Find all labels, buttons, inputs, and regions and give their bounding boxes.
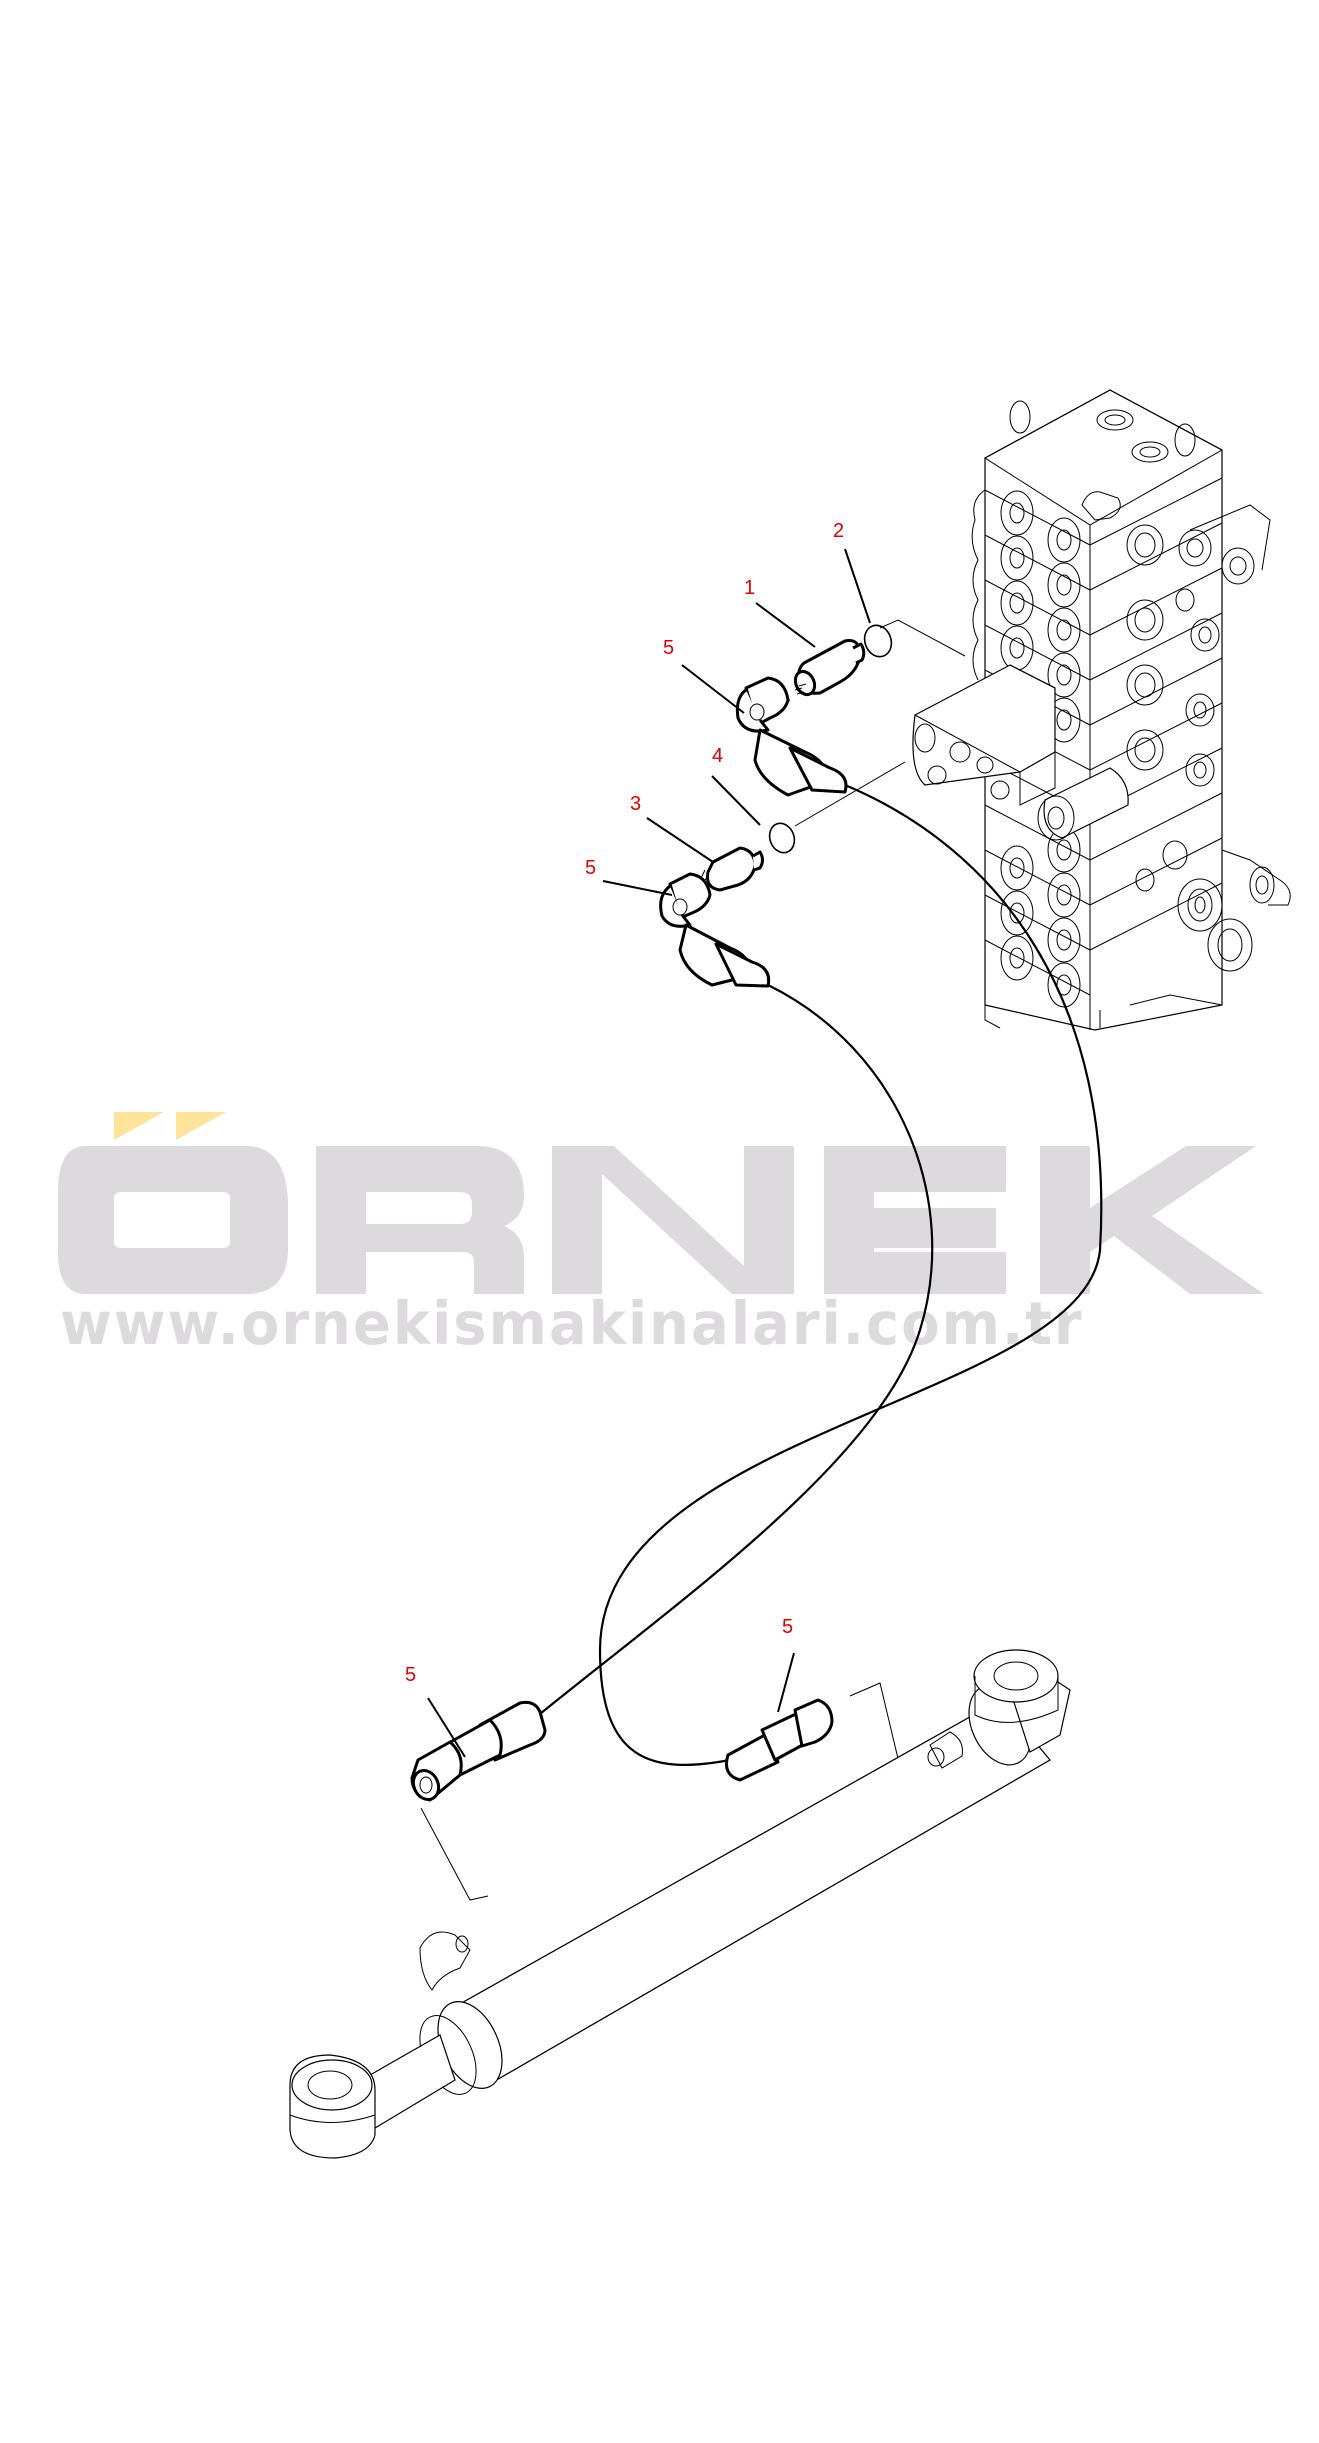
adapter-fitting-3: [691, 846, 764, 892]
umlaut-accent-right: [176, 1112, 226, 1140]
o-ring-4: [768, 822, 796, 854]
adapter-fitting-1: [782, 639, 866, 705]
hose-elbow-5b: [659, 872, 771, 988]
watermark-letter-r: [316, 1146, 524, 1294]
watermark-letter-e: [824, 1146, 1006, 1294]
hose-lower: [534, 984, 934, 1719]
callout-label-5-lower-right[interactable]: 5: [782, 1616, 794, 1638]
lower-right-hose-end: [725, 1698, 834, 1782]
callout-label-3[interactable]: 3: [630, 793, 642, 815]
umlaut-accent-left: [114, 1112, 164, 1140]
watermark-letter-o: [58, 1146, 288, 1294]
reference-lines: [420, 619, 966, 1901]
hoses: [534, 783, 1103, 1766]
o-ring-2: [863, 624, 893, 658]
hydraulic-cylinder: [289, 1649, 1071, 2159]
middle-fittings-group: [659, 822, 796, 988]
hose-elbow-5a: [735, 676, 848, 797]
watermark-letter-n: [552, 1146, 794, 1294]
control-valve-block: [912, 389, 1291, 1031]
watermark-letter-k: [1040, 1146, 1264, 1294]
lower-left-hose-end: [410, 1700, 547, 1802]
callout-label-4[interactable]: 4: [712, 745, 724, 767]
leader-lines: [427, 548, 871, 1758]
watermark-logo: ÖRNEK: [58, 1112, 1264, 1294]
upper-fittings-group: [735, 624, 893, 797]
hose-upper: [598, 783, 1103, 1766]
callout-label-5-middle[interactable]: 5: [585, 857, 597, 879]
callout-label-2[interactable]: 2: [833, 520, 845, 542]
callout-label-5-upper[interactable]: 5: [663, 637, 675, 659]
callout-label-1[interactable]: 1: [744, 577, 756, 599]
callout-label-5-lower-left[interactable]: 5: [405, 1664, 417, 1686]
watermark-url: www.ornekismakinalari.com.tr: [60, 1290, 1084, 1359]
